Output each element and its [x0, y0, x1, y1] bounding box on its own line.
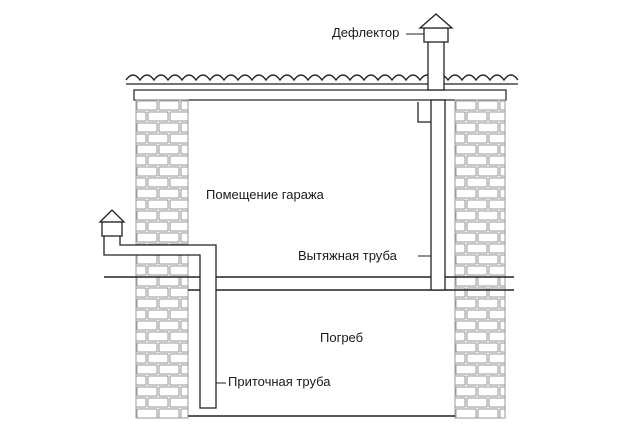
deflector-body: [423, 27, 449, 43]
supply-pipe-label: Приточная труба: [226, 374, 333, 390]
exhaust-pipe-body: [430, 99, 446, 291]
ceiling-slab: [133, 89, 507, 101]
cellar-label: Погреб: [318, 330, 366, 346]
deflector-cap: [418, 13, 454, 29]
supply-pipe: [103, 236, 217, 409]
garage-room-label: Помещение гаража: [204, 187, 326, 203]
exhaust-pipe-stack: [427, 39, 445, 91]
right-brick-wall: [454, 99, 506, 419]
supply-pipe-cap-body: [101, 221, 123, 237]
supply-pipe-cap: [98, 209, 126, 223]
exhaust-pipe-label: Вытяжная труба: [296, 248, 399, 264]
exhaust-pipe-hook: [417, 102, 431, 123]
left-brick-wall: [135, 99, 189, 419]
deflector-label: Дефлектор: [330, 25, 402, 41]
roof-corrugation: [125, 74, 519, 82]
